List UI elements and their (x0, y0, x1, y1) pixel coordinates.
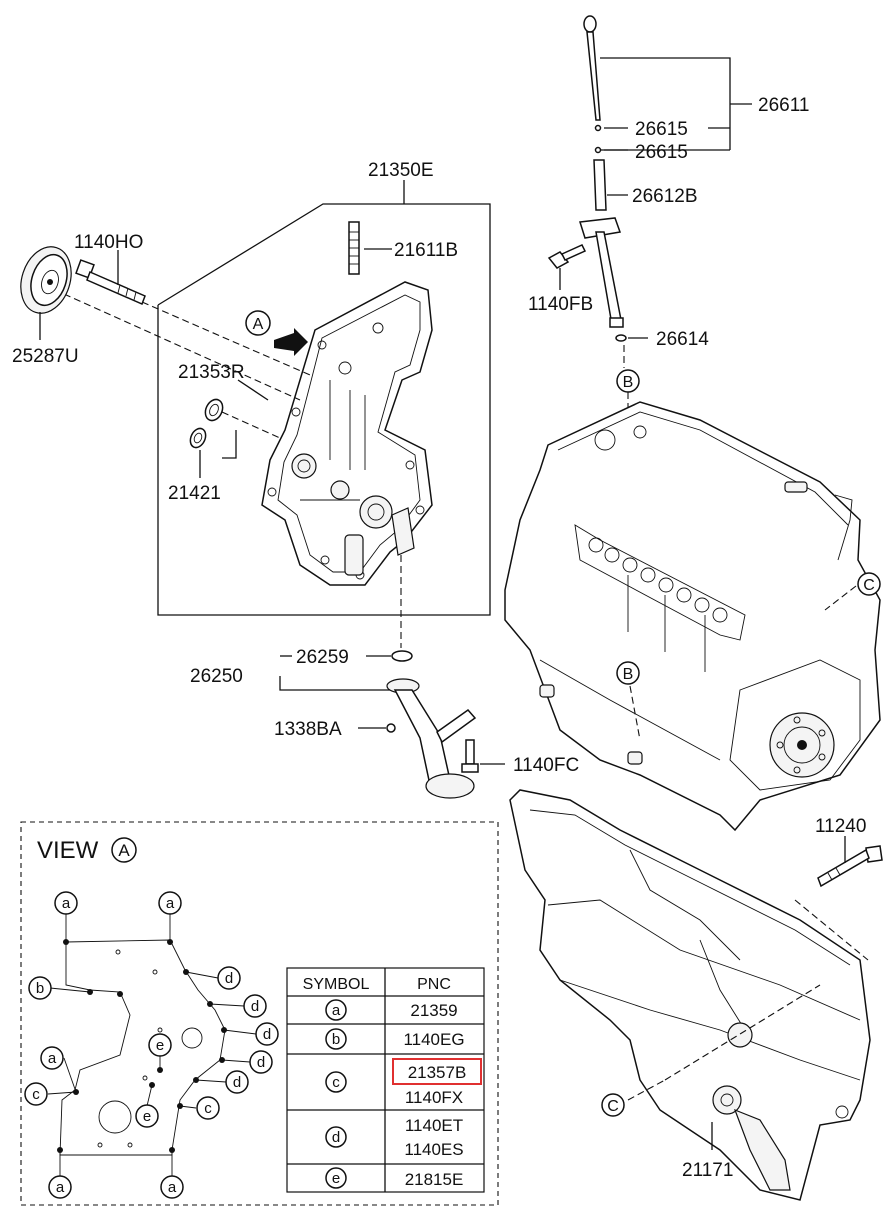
dipstick-drawing (579, 15, 752, 393)
callout-c-label: C (863, 577, 875, 594)
view-label-a: a (62, 895, 71, 912)
table-pnc-21357b[interactable]: 21357B (408, 1063, 467, 1082)
part-26611[interactable]: 26611 (758, 95, 809, 116)
view-label-a: a (56, 1179, 65, 1196)
part-1338ba[interactable]: 1338BA (274, 719, 342, 740)
view-label-a: a (166, 895, 175, 912)
oil-pan-drawing (509, 789, 871, 1201)
view-label-e: e (143, 1108, 151, 1125)
part-number-labels: 21350E 21611B 1140HO 25287U 21353R 21421… (12, 95, 866, 1181)
table-symbol: e (332, 1170, 340, 1187)
oil-strainer-drawing (279, 555, 505, 799)
part-1140fc[interactable]: 1140FC (513, 755, 579, 776)
table-symbol: c (332, 1074, 340, 1091)
symbol-pnc-table: SYMBOL PNC a b c d e 21359 1140EG 21357B… (286, 967, 485, 1193)
view-a-arrow (245, 310, 308, 356)
timing-cover-drawing (63, 281, 433, 586)
table-pnc-1140es[interactable]: 1140ES (404, 1140, 463, 1159)
callout-a-label: A (253, 316, 264, 333)
part-21421[interactable]: 21421 (168, 483, 221, 504)
part-21171[interactable]: 21171 (682, 1160, 733, 1181)
view-label-d: d (233, 1074, 241, 1091)
view-label-c: c (204, 1100, 212, 1117)
view-label-d: d (225, 970, 233, 987)
table-pnc-21815e[interactable]: 21815E (405, 1170, 464, 1189)
part-21353r[interactable]: 21353R (178, 362, 245, 383)
view-label-a: a (48, 1050, 57, 1067)
view-title: VIEW (37, 837, 99, 864)
table-symbol: a (332, 1002, 341, 1019)
part-26259[interactable]: 26259 (296, 647, 349, 668)
part-11240[interactable]: 11240 (815, 816, 866, 837)
part-21350e[interactable]: 21350E (368, 160, 434, 181)
bolt-1140fb-drawing (547, 244, 587, 290)
part-26612b[interactable]: 26612B (632, 186, 698, 207)
engine-block-drawing (504, 392, 881, 832)
table-header-symbol: SYMBOL (303, 976, 370, 993)
view-label-d: d (263, 1026, 271, 1043)
table-pnc-1140fx[interactable]: 1140FX (405, 1088, 463, 1107)
table-header-pnc: PNC (417, 976, 451, 993)
callout-c2-label: C (607, 1098, 619, 1115)
bolt-1140ho-drawing (75, 250, 146, 306)
timing-cover-group (157, 180, 491, 616)
view-label-e: e (156, 1037, 164, 1054)
group-box-outline (157, 203, 491, 616)
part-1140ho[interactable]: 1140HO (74, 232, 143, 253)
part-26250[interactable]: 26250 (190, 666, 243, 687)
view-label-c: c (32, 1086, 40, 1103)
table-symbol: d (332, 1129, 340, 1146)
view-label-d: d (251, 998, 259, 1015)
part-26614[interactable]: 26614 (656, 329, 709, 350)
part-26615[interactable]: 26615 (635, 119, 688, 140)
part-21611b[interactable]: 21611B (394, 240, 458, 261)
part-25287u[interactable]: 25287U (12, 346, 79, 367)
view-label-d: d (257, 1054, 265, 1071)
callout-b2-label: B (623, 666, 634, 683)
view-marker: A (118, 841, 130, 860)
highlight-box (392, 1058, 482, 1085)
view-label-a: a (168, 1179, 177, 1196)
view-a-panel: VIEW A (20, 821, 499, 1206)
table-pnc-21359[interactable]: 21359 (410, 1001, 457, 1020)
part-1140fb[interactable]: 1140FB (528, 294, 593, 315)
idler-pulley-drawing (20, 246, 72, 340)
callout-b-label: B (623, 374, 634, 391)
part-26615[interactable]: 26615 (635, 142, 688, 163)
table-symbol: b (332, 1031, 340, 1048)
table-pnc-1140eg[interactable]: 1140EG (403, 1030, 464, 1049)
table-pnc-1140et[interactable]: 1140ET (405, 1116, 463, 1135)
view-label-b: b (36, 980, 44, 997)
bolt-11240-drawing (794, 836, 883, 961)
oil-seal-drawings (189, 379, 269, 478)
stud-21611b-drawing (348, 221, 392, 275)
